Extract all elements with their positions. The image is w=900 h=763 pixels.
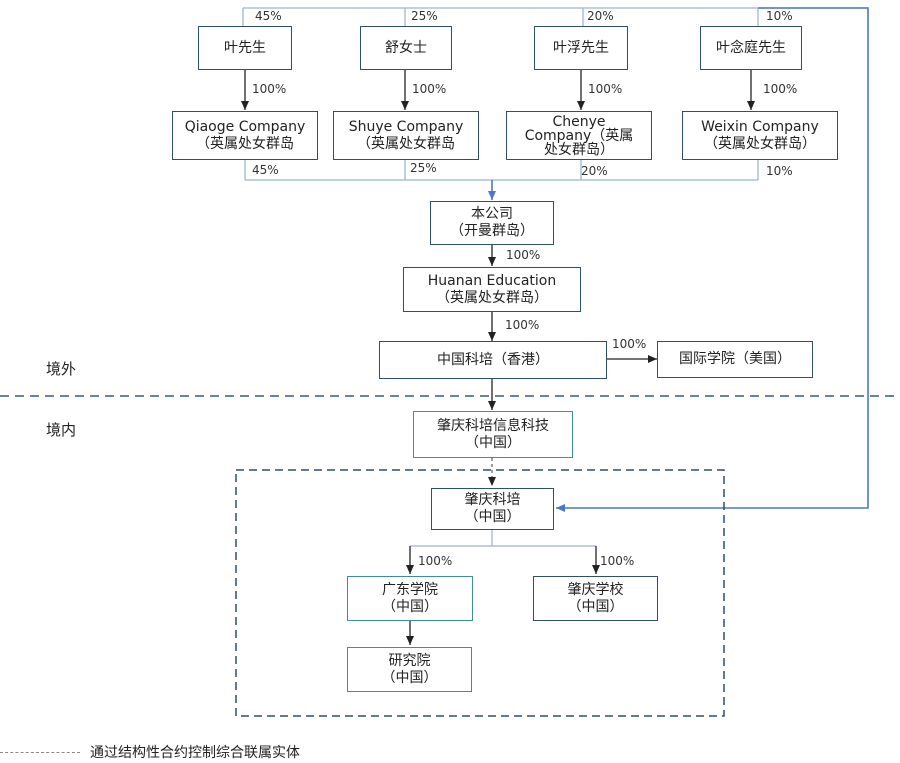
pct-hk-us: 100%	[612, 337, 647, 351]
contract-control-line	[556, 7, 869, 512]
shareholder-ye: 叶先生	[198, 26, 292, 70]
research-institute: 研究院（中国）	[347, 647, 472, 692]
pct-sub-ye-fu: 100%	[588, 82, 623, 96]
pct-company-huanan: 100%	[506, 248, 541, 262]
pct-holding-chenye: 20%	[581, 164, 608, 178]
kepei-hong-kong: 中国科培（香港）	[379, 341, 607, 379]
pct-kepei-zq: 100%	[600, 554, 635, 568]
guangdong-college: 广东学院（中国）	[347, 576, 473, 621]
pct-sub-shu: 100%	[412, 82, 447, 96]
shareholder-shu: 舒女士	[360, 26, 452, 70]
pct-holding-weixin: 10%	[766, 164, 793, 178]
kepei-info-tech: 肇庆科培信息科技（中国）	[413, 411, 573, 458]
region-overseas: 境外	[46, 360, 77, 378]
kepei-zhaoqing: 肇庆科培（中国）	[431, 488, 554, 530]
pct-huanan-hk: 100%	[505, 318, 540, 332]
holding-bracket	[244, 160, 759, 181]
pct-holding-shuye: 25%	[410, 161, 437, 175]
pct-top-ye-fu: 20%	[587, 9, 614, 23]
region-domestic: 境内	[46, 421, 77, 439]
legend: 通过结构性合约控制综合联属实体	[0, 742, 300, 762]
pct-top-ye-nian: 10%	[766, 9, 793, 23]
chain-arrows	[488, 245, 657, 410]
kepei-children-arrows	[406, 530, 600, 645]
pct-sub-ye-nian: 100%	[763, 82, 798, 96]
legend-dash-icon	[0, 751, 80, 753]
pct-kepei-gd: 100%	[418, 554, 453, 568]
pct-sub-ye: 100%	[252, 82, 287, 96]
pct-top-shu: 25%	[411, 9, 438, 23]
zhaoqing-school: 肇庆学校（中国）	[533, 576, 658, 621]
pct-top-ye: 45%	[255, 9, 282, 23]
international-college-us: 国际学院（美国）	[657, 341, 813, 378]
holding-weixin: Weixin Company（英属处女群岛）	[682, 111, 838, 160]
vie-group-frame	[235, 469, 725, 717]
holding-shuye: Shuye Company（英属处女群岛	[333, 111, 479, 160]
shareholder-arrows	[241, 70, 755, 110]
shareholder-ye-nian: 叶念庭先生	[700, 26, 802, 70]
holding-qiaoge: Qiaoge Company（英属处女群岛	[172, 111, 318, 160]
company-cayman: 本公司（开曼群岛）	[430, 201, 554, 245]
huanan-education: Huanan Education（英属处女群岛）	[403, 267, 581, 312]
pct-holding-qiaoge: 45%	[252, 163, 279, 177]
shareholder-ye-fu: 叶浮先生	[534, 26, 628, 70]
legend-text: 通过结构性合约控制综合联属实体	[90, 745, 300, 761]
